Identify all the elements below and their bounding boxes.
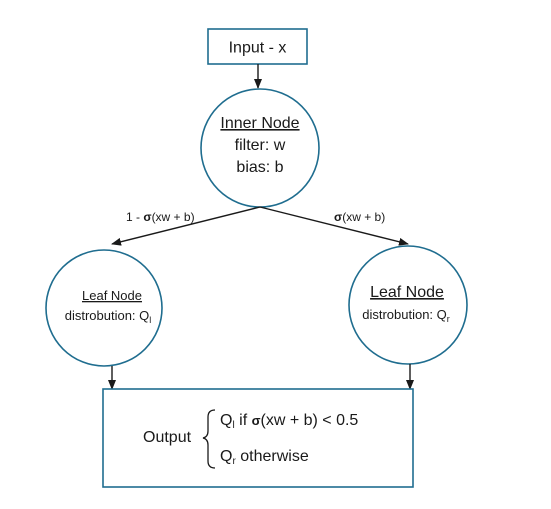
cases-brace	[202, 409, 216, 469]
edge-inner-to-right-leaf	[259, 206, 409, 246]
output-case-left: Ql if σ(xw + b) < 0.5	[220, 412, 358, 431]
edge-label-right: σ(xw + b)	[334, 210, 385, 224]
inner-node-filter: filter: w	[235, 137, 286, 154]
inner-node-bias: bias: b	[236, 159, 283, 176]
leaf-node-right: Leaf Node distrobution: Qr	[348, 245, 468, 365]
leaf-left-distribution: distrobution: Ql	[65, 308, 152, 325]
inner-node: Inner Node filter: w bias: b	[200, 88, 320, 208]
leaf-right-distribution: distrobution: Qr	[362, 307, 450, 324]
output-box: Output Ql if σ(xw + b) < 0.5 Qr otherwis…	[102, 388, 414, 488]
leaf-node-left: Leaf Node distrobution: Ql	[45, 249, 163, 367]
input-box: Input - x	[207, 28, 308, 65]
output-case-right: Qr otherwise	[220, 448, 309, 467]
inner-node-title: Inner Node	[220, 115, 299, 132]
input-label: Input - x	[229, 40, 287, 57]
leaf-left-title: Leaf Node	[82, 288, 142, 303]
leaf-right-title: Leaf Node	[370, 284, 444, 301]
edge-inner-to-left-leaf	[111, 206, 261, 246]
edge-label-left: 1 - σ(xw + b)	[126, 210, 195, 224]
output-label: Output	[143, 429, 192, 446]
